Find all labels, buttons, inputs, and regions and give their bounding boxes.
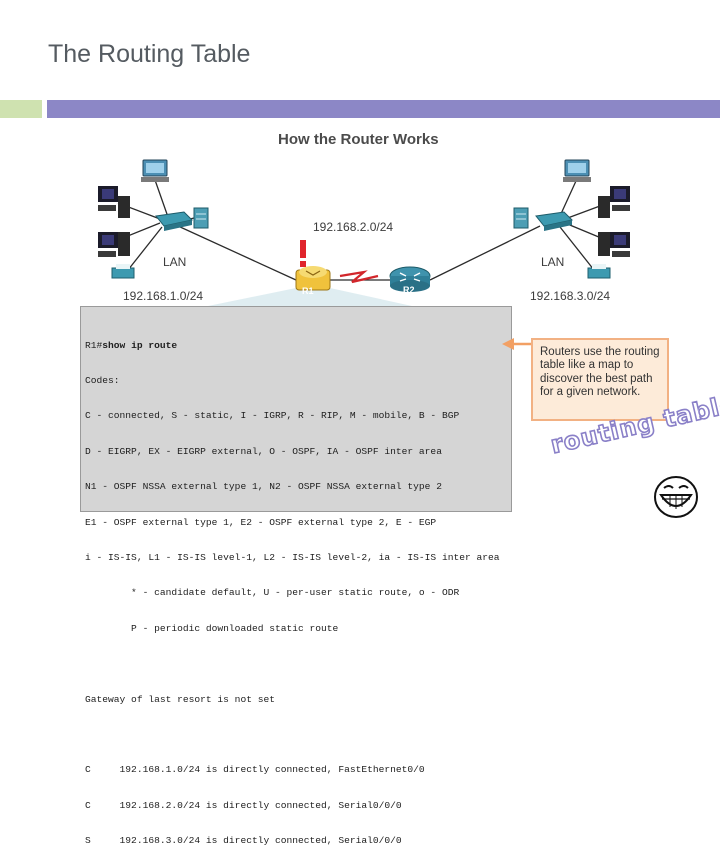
left-workstation-1-icon [98, 186, 130, 218]
cli-command: show ip route [102, 339, 178, 351]
cli-output-text: R1#show ip route Codes: C - connected, S… [85, 316, 500, 859]
cli-line: E1 - OSPF external type 1, E2 - OSPF ext… [85, 516, 437, 528]
cli-output-panel [80, 306, 512, 512]
cli-line: P - periodic downloaded static route [85, 622, 339, 634]
wan-network-label: 192.168.2.0/24 [313, 220, 394, 234]
right-workstation-2-icon [598, 232, 630, 257]
right-server-icon [513, 207, 529, 229]
cli-line [85, 729, 500, 741]
cli-line: D - EIGRP, EX - EIGRP external, O - OSPF… [85, 445, 442, 457]
cli-prompt: R1# [85, 339, 103, 351]
cli-route-line: C 192.168.2.0/24 is directly connected, … [85, 799, 402, 811]
router-r1-icon [295, 266, 331, 291]
r2-label: R2 [403, 285, 415, 295]
figure-title: How the Router Works [278, 131, 439, 148]
alert-icon [300, 240, 306, 267]
header-band [47, 100, 720, 118]
left-printer-icon [111, 264, 135, 279]
right-pc-top-icon [563, 159, 591, 182]
cli-line: N1 - OSPF NSSA external type 1, N2 - OSP… [85, 481, 442, 493]
left-lan-links [117, 179, 297, 281]
left-network-label: 192.168.1.0/24 [123, 289, 204, 303]
header-band-accent [0, 100, 42, 118]
cli-line: * - candidate default, U - per-user stat… [85, 587, 460, 599]
right-switch-icon [535, 211, 574, 231]
cli-command-line: R1#show ip route [85, 340, 500, 352]
callout-box: Routers use the routing table like a map… [531, 338, 669, 421]
cli-route-line: S 192.168.3.0/24 is directly connected, … [85, 835, 402, 847]
router-r2-icon [389, 266, 431, 292]
cli-line: Codes: [85, 374, 120, 386]
left-server-icon [193, 207, 209, 229]
right-workstation-1-icon [598, 186, 630, 218]
right-printer-icon [587, 264, 611, 279]
left-pc-top-icon [141, 159, 169, 182]
cli-line: C - connected, S - static, I - IGRP, R -… [85, 410, 460, 422]
router-output-beam [208, 288, 412, 306]
cli-route-line: C 192.168.1.0/24 is directly connected, … [85, 764, 425, 776]
grinning-face-icon [654, 476, 698, 518]
cli-line: i - IS-IS, L1 - IS-IS level-1, L2 - IS-I… [85, 551, 500, 563]
cli-line: Gateway of last resort is not set [85, 693, 275, 705]
cli-line [85, 658, 500, 670]
r1-label: R1 [302, 286, 314, 296]
network-topology-diagram: R1 R2 [98, 159, 630, 306]
serial-zigzag-icon [339, 270, 379, 284]
left-workstation-2-icon [98, 232, 130, 257]
right-network-label: 192.168.3.0/24 [530, 289, 611, 303]
right-lan-label: LAN [541, 255, 565, 269]
left-lan-label: LAN [163, 255, 187, 269]
left-switch-icon [155, 211, 194, 231]
right-lan-links [429, 180, 609, 281]
slide-title: The Routing Table [48, 40, 251, 68]
